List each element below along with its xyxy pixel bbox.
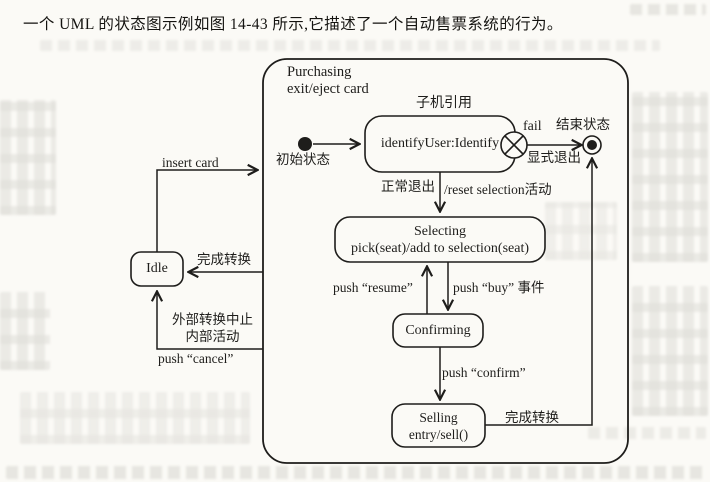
confirming-state-border	[392, 313, 484, 348]
transition-complete-to-final	[485, 159, 592, 426]
normal-exit-label: 正常退出	[381, 179, 435, 194]
abort-transition-line1: 外部转换中止	[172, 312, 253, 327]
intro-text: 一个 UML 的状态图示例如图 14-43 所示,它描述了一个自动售票系统的行为…	[23, 16, 563, 33]
idle-state: Idle	[131, 252, 183, 286]
explicit-exit-label: 显式退出	[527, 150, 581, 165]
selecting-state-action: pick(seat)/add to selection(seat)	[350, 240, 530, 256]
push-buy-label: push “buy” 事件	[453, 280, 545, 295]
push-confirm-label: push “confirm”	[442, 365, 526, 380]
abort-transition-line2: 内部活动	[185, 328, 240, 344]
initial-state-dot	[298, 137, 312, 151]
complete-transition-right-label: 完成转换	[505, 410, 559, 425]
transition-insert-card	[156, 170, 257, 252]
insert-card-label: insert card	[162, 155, 219, 170]
selecting-state: Selecting pick(seat)/add to selection(se…	[335, 217, 545, 262]
abort-transition-label: 外部转换中止 内部活动	[150, 312, 275, 345]
push-resume-label: push “resume”	[333, 280, 413, 295]
final-state-icon	[582, 135, 602, 155]
submachine-ref-label: 子机引用	[416, 96, 472, 111]
initial-state-label: 初始状态	[276, 152, 330, 167]
purchasing-exit-action: exit/eject card	[287, 81, 369, 97]
confirming-state-name: Confirming	[405, 322, 471, 338]
purchasing-state-label: Purchasing exit/eject card	[287, 64, 369, 98]
final-state-label: 结束状态	[556, 117, 610, 132]
selling-state-name: Selling	[419, 409, 458, 425]
selecting-state-name: Selecting	[413, 223, 467, 239]
fail-label: fail	[523, 119, 542, 134]
reset-action-label: /reset selection活动	[444, 182, 552, 197]
identify-state: identifyUser:Identify	[365, 116, 515, 172]
complete-transition-left-label: 完成转换	[197, 252, 251, 267]
idle-state-name: Idle	[146, 261, 168, 276]
identify-state-name: identifyUser:Identify	[380, 136, 500, 151]
selling-state-action: entry/sell()	[408, 426, 469, 442]
push-cancel-label: push “cancel”	[158, 351, 234, 366]
transition-push-cancel	[157, 292, 263, 350]
confirming-state: Confirming	[393, 314, 483, 347]
idle-state-border	[130, 251, 184, 287]
purchasing-state-name: Purchasing	[287, 64, 352, 80]
selling-state: Selling entry/sell()	[392, 404, 485, 447]
selecting-state-border	[334, 216, 546, 263]
purchasing-state-border	[262, 58, 629, 464]
